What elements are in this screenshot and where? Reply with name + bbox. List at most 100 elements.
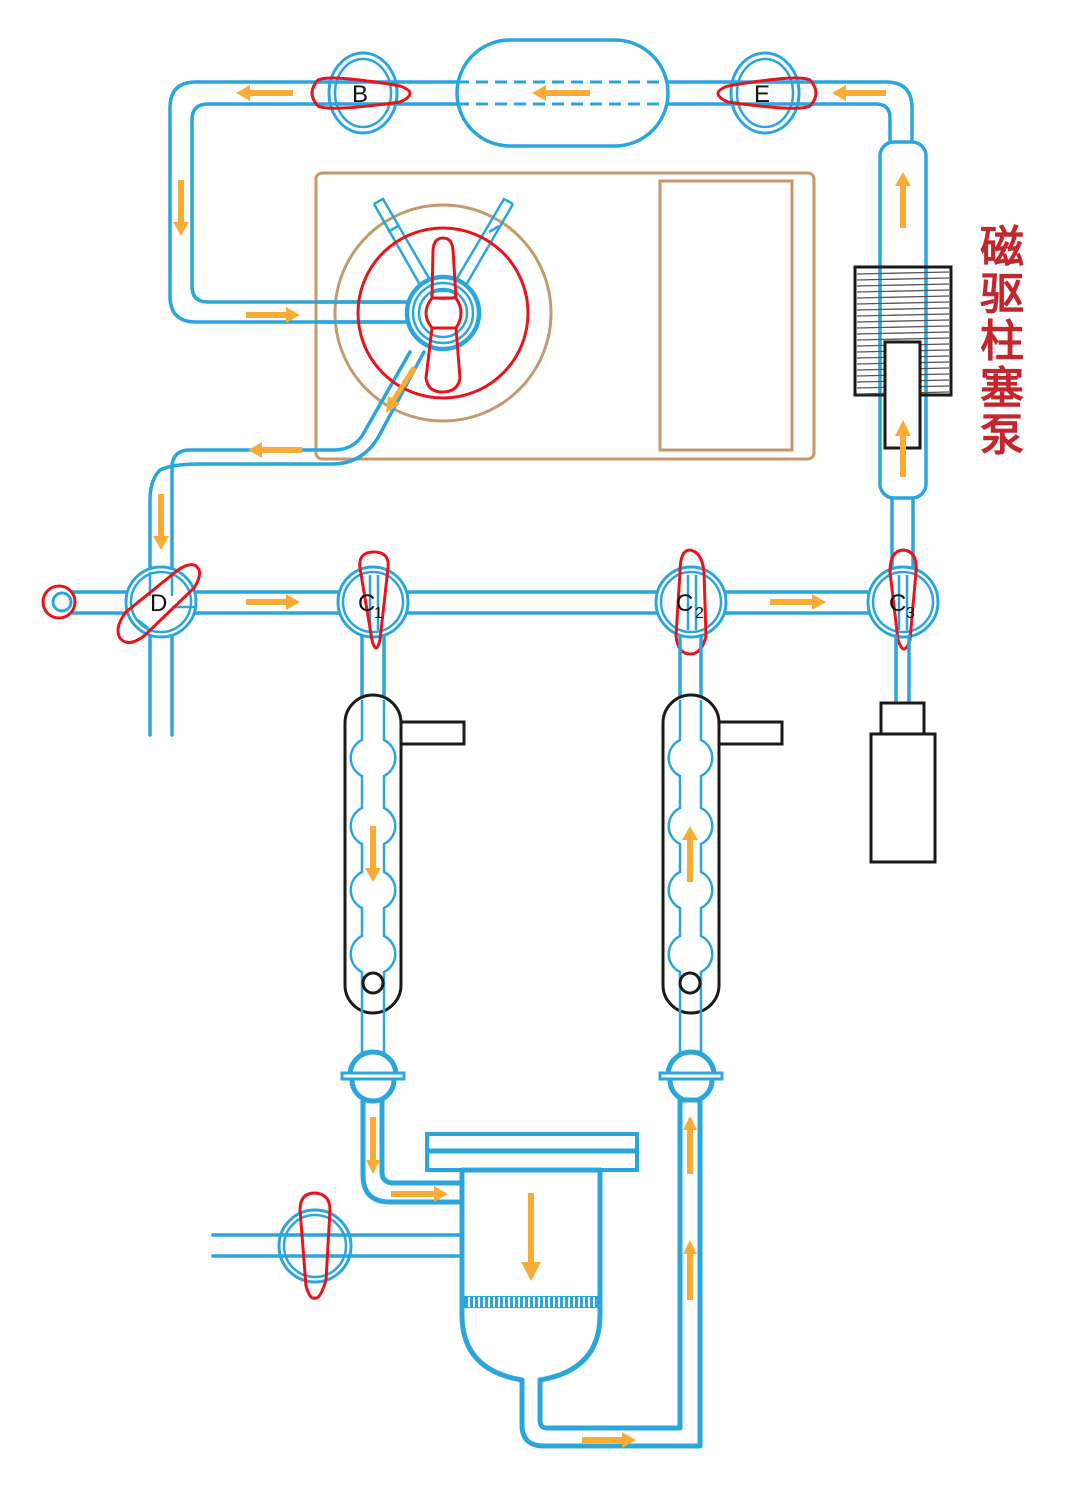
instrument-frame bbox=[314, 171, 816, 461]
valve-subscript-c3: 3 bbox=[906, 605, 915, 622]
magnetic-coil bbox=[853, 265, 953, 450]
flow-arrow-down bbox=[153, 494, 169, 550]
coil-winding bbox=[856, 331, 950, 335]
valve-label-c3: C bbox=[889, 590, 906, 617]
flow-arrow-right bbox=[582, 1432, 636, 1448]
stopcock-handle[interactable] bbox=[888, 548, 918, 651]
frit-pore bbox=[588, 1297, 590, 1307]
frit-pore bbox=[503, 1297, 505, 1307]
flow-arrow-down bbox=[173, 180, 189, 236]
column-1[interactable] bbox=[343, 634, 466, 1060]
coil-winding bbox=[856, 295, 950, 299]
valve-label-b: B bbox=[352, 81, 368, 108]
column-2[interactable] bbox=[661, 634, 784, 1060]
frit-pore bbox=[573, 1297, 575, 1307]
frit-pore bbox=[553, 1297, 555, 1307]
filter-frit bbox=[464, 1296, 598, 1308]
valve-label-d: D bbox=[150, 590, 167, 617]
flow-arrow-down bbox=[366, 1117, 380, 1174]
coil-winding bbox=[856, 277, 950, 281]
coil-winding bbox=[856, 337, 950, 341]
flow-arrow-left bbox=[532, 85, 590, 101]
frit-pore bbox=[538, 1297, 540, 1307]
stopcock-handle[interactable] bbox=[358, 550, 390, 650]
flow-arrow-down-left bbox=[386, 366, 417, 413]
ball-joint-1 bbox=[340, 1049, 406, 1104]
stopcock-c3[interactable]: C 3 bbox=[866, 548, 940, 651]
pump-label-char: 驱 bbox=[980, 269, 1024, 320]
flow-arrow-right bbox=[246, 307, 300, 323]
stopcock-handle[interactable] bbox=[116, 563, 201, 644]
end-cap-stopcock[interactable] bbox=[41, 584, 77, 620]
frit-pore bbox=[533, 1297, 535, 1307]
coil-winding bbox=[856, 289, 950, 293]
pump-label-char: 泵 bbox=[980, 410, 1024, 461]
valve-label-c2: C bbox=[676, 590, 693, 617]
reservoir bbox=[425, 1097, 703, 1449]
flow-arrow-up bbox=[683, 1240, 697, 1300]
frit-pore bbox=[468, 1297, 470, 1307]
collection-bottle bbox=[869, 701, 937, 864]
stopcock-handle[interactable] bbox=[716, 76, 818, 110]
coil-winding bbox=[856, 283, 950, 287]
frit-pore bbox=[578, 1297, 580, 1307]
flow-arrow-right bbox=[391, 1186, 448, 1202]
frit-pore bbox=[548, 1297, 550, 1307]
coil-winding bbox=[856, 271, 950, 275]
main-manifold bbox=[51, 590, 904, 737]
flow-arrows-instrument bbox=[153, 366, 417, 550]
frit-pore bbox=[488, 1297, 490, 1307]
frit-pore bbox=[523, 1297, 525, 1307]
stopcock-e[interactable]: E bbox=[716, 51, 818, 135]
frit-pore bbox=[483, 1297, 485, 1307]
stopcock-b[interactable]: B bbox=[310, 51, 412, 135]
flow-arrow-left bbox=[832, 85, 886, 101]
c3-down-leg bbox=[894, 634, 911, 706]
frit-pore bbox=[518, 1297, 520, 1307]
flow-arrow-left bbox=[248, 442, 302, 458]
frit-pore bbox=[543, 1297, 545, 1307]
valve-subscript-c1: 1 bbox=[374, 605, 383, 622]
stopcock-handle[interactable] bbox=[298, 1191, 332, 1300]
pump-label-char: 磁 bbox=[980, 222, 1024, 273]
flow-arrow-up bbox=[895, 172, 911, 228]
stopcock-handle[interactable] bbox=[674, 548, 708, 656]
flow-arrow-down bbox=[365, 826, 381, 882]
stopcock-handle[interactable] bbox=[310, 76, 412, 110]
pump-label-char: 柱 bbox=[980, 316, 1024, 367]
frit-pore bbox=[508, 1297, 510, 1307]
flow-arrow-up bbox=[895, 420, 911, 477]
frit-pore bbox=[473, 1297, 475, 1307]
coil-winding bbox=[856, 325, 950, 329]
stopcock-c2[interactable]: C 2 bbox=[654, 548, 728, 656]
stopcock-c1[interactable]: C 1 bbox=[336, 550, 410, 650]
frit-pore bbox=[493, 1297, 495, 1307]
instrument-pipes bbox=[148, 197, 515, 582]
coil-winding bbox=[856, 307, 950, 311]
main-stopcock[interactable] bbox=[356, 226, 530, 400]
coil-windings bbox=[856, 271, 950, 395]
stopcock-handle[interactable] bbox=[430, 236, 458, 300]
flow-arrow-right bbox=[770, 594, 826, 610]
frit-pore bbox=[513, 1297, 515, 1307]
frit-pore bbox=[558, 1297, 560, 1307]
flow-arrows-pump bbox=[895, 172, 911, 477]
valve-label-e: E bbox=[754, 81, 770, 108]
valve-subscript-c2: 2 bbox=[695, 605, 704, 622]
stopcock-d[interactable]: D bbox=[116, 563, 201, 644]
frit-pore bbox=[568, 1297, 570, 1307]
pump-label: 磁 驱 柱 塞 泵 bbox=[972, 224, 1032, 459]
coil-winding bbox=[856, 313, 950, 317]
flow-arrow-down bbox=[521, 1193, 541, 1281]
stopcock-inlet[interactable] bbox=[277, 1191, 353, 1300]
frit-pore bbox=[478, 1297, 480, 1307]
top-loop-pipe bbox=[168, 80, 914, 324]
flow-arrow-up bbox=[682, 826, 698, 882]
flow-arrow-left bbox=[236, 85, 293, 101]
frit-pore bbox=[583, 1297, 585, 1307]
frit-pore bbox=[563, 1297, 565, 1307]
flow-arrow-right bbox=[246, 594, 300, 610]
coil-winding bbox=[856, 301, 950, 305]
frit-pore bbox=[593, 1297, 595, 1307]
